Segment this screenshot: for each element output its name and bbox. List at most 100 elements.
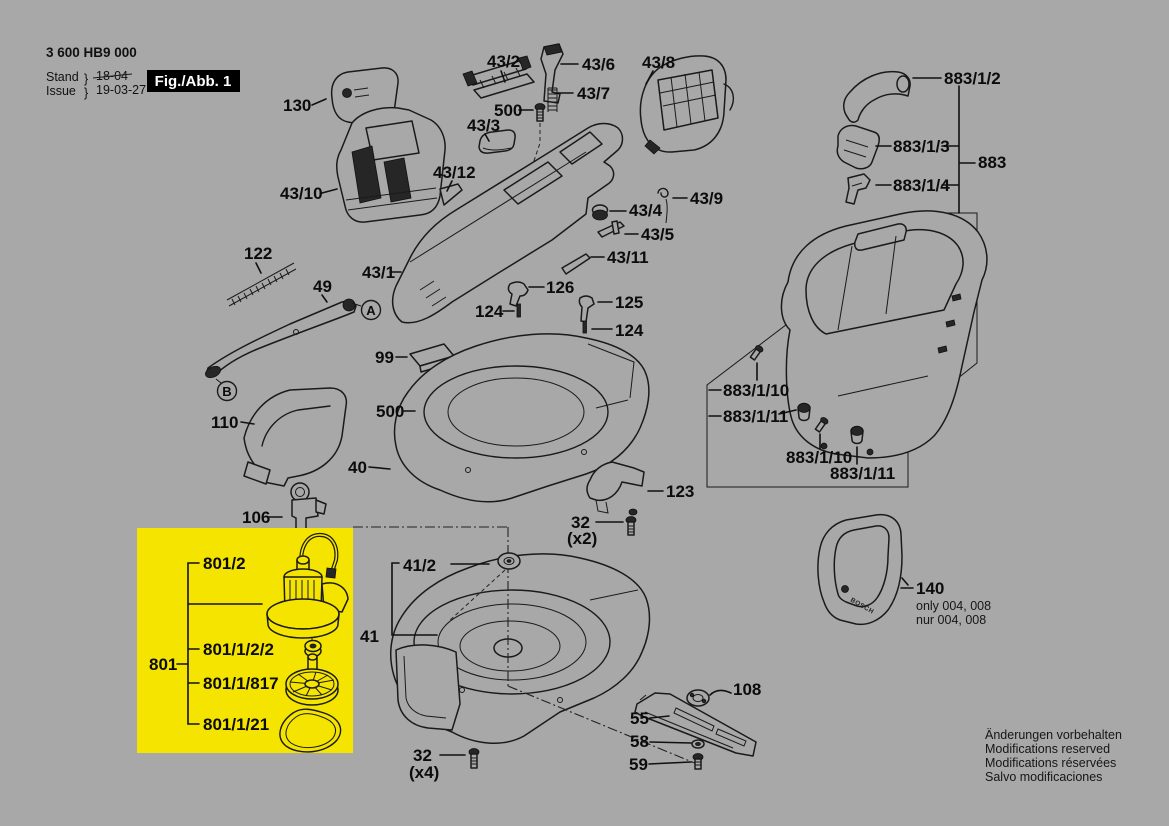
callout-49: 49: [313, 277, 332, 296]
callout-43-2: 43/2: [487, 52, 520, 71]
callout-43-8: 43/8: [642, 53, 675, 72]
callout-32-x2: 32: [571, 513, 590, 532]
group-41-bracket: [391, 562, 490, 636]
callout-124-right: 124: [615, 321, 644, 340]
product-code: 3 600 HB9 000: [46, 45, 137, 60]
callout-883-1-11-a: 883/1/11: [723, 407, 788, 426]
part-106-switch: [290, 482, 327, 531]
callout-801-1-21: 801/1/21: [203, 715, 269, 734]
part-43-11-strip: [561, 253, 591, 275]
group-883-bracket: [875, 77, 976, 214]
brace-glyph: }: [84, 72, 88, 86]
part-43-6-lever: [540, 43, 564, 104]
part-883-1-2-handle: [843, 70, 911, 123]
view-label-a: A: [366, 303, 376, 318]
part-124-pin-right: [582, 320, 587, 334]
callout-43-6: 43/6: [582, 55, 615, 74]
part-801-1-2-2-nut: [304, 639, 322, 658]
callout-883-1-4: 883/1/4: [893, 176, 950, 195]
part-41-lower-deck: [389, 553, 651, 744]
callout-883-1-2: 883/1/2: [944, 69, 1001, 88]
brace-glyph: }: [84, 86, 88, 100]
footer-line-fr: Modifications réservées: [985, 756, 1116, 770]
strikethrough-line: [92, 73, 133, 79]
part-883-1-11-cap-b: [850, 425, 864, 445]
callout-41: 41: [360, 627, 379, 646]
callout-40: 40: [348, 458, 367, 477]
part-122-spring: [226, 262, 297, 307]
view-label-b: B: [222, 384, 231, 399]
callout-126: 126: [546, 278, 574, 297]
part-32-screw-x4: [468, 748, 480, 769]
callout-labels: 130 43/10 43/2 43/6 43/7 500 43/3 43/8 4…: [149, 52, 1006, 782]
callout-883: 883: [978, 153, 1006, 172]
callout-58: 58: [630, 732, 649, 751]
callout-32-x2-qty: (x2): [567, 529, 597, 548]
part-43-10-motor-cover: [336, 106, 446, 223]
callout-801-1-2-2: 801/1/2/2: [203, 640, 274, 659]
callout-43-3: 43/3: [467, 116, 500, 135]
callout-43-10: 43/10: [280, 184, 323, 203]
part-883-1-10-screw-b: [814, 417, 829, 433]
part-43-3-cover: [478, 129, 516, 154]
part-126-clip: [507, 281, 529, 307]
part-41-2-washer: [447, 552, 521, 623]
part-883-1-11-cap-a: [797, 402, 811, 422]
callout-883-1-3: 883/1/3: [893, 137, 950, 156]
callout-43-1: 43/1: [362, 263, 395, 282]
part-124-pin-left: [516, 303, 521, 318]
callout-43-5: 43/5: [641, 225, 674, 244]
issue-label: Issue: [46, 84, 76, 98]
leader-lines: [240, 63, 914, 765]
callout-500-mid: 500: [376, 402, 404, 421]
part-500-screw-top: [513, 103, 546, 221]
callout-41-2: 41/2: [403, 556, 436, 575]
callout-106: 106: [242, 508, 270, 527]
part-43-1-upper-chassis: [391, 122, 624, 324]
figure-label: Fig./Abb. 1: [155, 73, 232, 90]
part-40-main-deck: [393, 333, 650, 503]
callout-883-1-11-b: 883/1/11: [830, 464, 895, 483]
part-110-deflector: [243, 387, 348, 487]
part-883-1-10-screw-a: [749, 345, 764, 361]
callout-130: 130: [283, 96, 311, 115]
callout-140: 140: [916, 579, 944, 598]
footer-line-de: Änderungen vorbehalten: [985, 728, 1122, 742]
callout-32-x4-qty: (x4): [409, 763, 439, 782]
part-59-screw: [692, 753, 704, 770]
callout-99: 99: [375, 348, 394, 367]
footer-line-es: Salvo modificaciones: [985, 770, 1102, 784]
callout-801-2: 801/2: [203, 554, 246, 573]
vent-grille: [383, 157, 412, 203]
callout-43-9: 43/9: [690, 189, 723, 208]
callout-110: 110: [211, 413, 238, 432]
part-43-7-spring: [547, 87, 558, 112]
part-32-screw-x2: [625, 516, 637, 536]
part-43-8-grid-insert: [639, 55, 735, 155]
callout-43-11: 43/11: [607, 248, 649, 267]
note-only-variant: only 004, 008: [916, 599, 991, 613]
header: 3 600 HB9 000 Stand Issue } } 18-04 19-0…: [46, 45, 240, 100]
callout-123: 123: [666, 482, 694, 501]
part-883-1-4-clip: [845, 173, 871, 205]
footer-notice: Änderungen vorbehalten Modifications res…: [985, 728, 1122, 784]
callout-122: 122: [244, 244, 272, 263]
callout-125: 125: [615, 293, 643, 312]
part-123-bracket: [586, 461, 645, 516]
bosch-logo-icon: [342, 88, 352, 98]
callout-43-7: 43/7: [577, 84, 610, 103]
group-801-bracket: [176, 562, 263, 725]
part-801-1-21-belt: [279, 708, 342, 753]
figure-label-box: [147, 70, 240, 92]
part-125-clip: [578, 295, 595, 323]
callout-124-left: 124: [475, 302, 504, 321]
part-801-1-817-pulley: [285, 653, 339, 706]
part-55-blade: [634, 692, 757, 757]
callout-500-top: 500: [494, 101, 522, 120]
callout-32-x4: 32: [413, 746, 432, 765]
issue-value: 19-03-27: [96, 83, 146, 97]
callout-801: 801: [149, 655, 177, 674]
part-49-lever: [205, 298, 357, 379]
view-circle-b: B: [215, 378, 238, 402]
callout-883-1-10-a: 883/1/10: [723, 381, 789, 400]
